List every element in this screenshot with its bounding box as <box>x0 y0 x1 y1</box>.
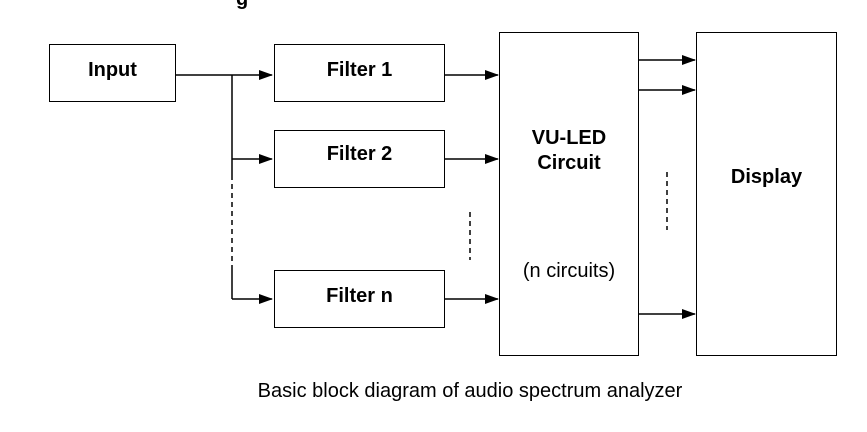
filtern-block <box>274 270 445 328</box>
diagram-caption: Basic block diagram of audio spectrum an… <box>257 380 683 402</box>
display-label: Display <box>730 166 803 188</box>
filter1-block <box>274 44 445 102</box>
vu-led-circuit-block <box>499 32 639 356</box>
vu-led-title-line1: VU-LED <box>531 127 607 149</box>
vu-led-note: (n circuits) <box>522 260 616 282</box>
filter2-block <box>274 130 445 188</box>
input-label: Input <box>88 59 137 81</box>
filtern-label: Filter n <box>326 285 393 307</box>
display-block <box>696 32 837 356</box>
vu-led-title-line2: Circuit <box>537 152 601 174</box>
filter1-label: Filter 1 <box>326 59 393 81</box>
filter2-label: Filter 2 <box>326 143 393 165</box>
cropped-heading-fragment: g <box>236 0 248 11</box>
input-block <box>49 44 176 102</box>
